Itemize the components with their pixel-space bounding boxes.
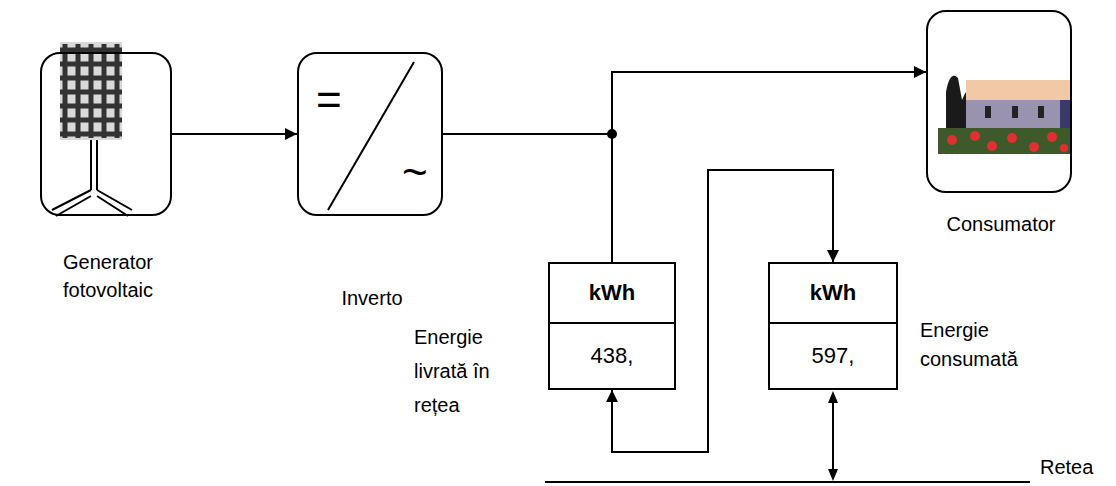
component-label: Inverto <box>299 286 445 310</box>
component-label: Generator fotovoltaic <box>28 248 188 304</box>
meter-reading: 597, <box>812 343 855 369</box>
house-icon <box>938 62 1070 154</box>
arrow-head <box>828 391 838 403</box>
unit-label: kWh <box>589 280 635 306</box>
energy-meter: kWh597,Energie consumată <box>768 262 898 390</box>
ac-symbol: ~ <box>402 150 428 194</box>
energy-meter: kWh438,Energie livrată în rețea <box>548 262 676 390</box>
wire-connector <box>443 134 612 262</box>
component-box: Generator fotovoltaic <box>40 52 172 216</box>
meter-reading: 438, <box>591 343 634 369</box>
component-label: Energie livrată în rețea <box>414 320 526 422</box>
meter-header: kWh <box>550 264 674 324</box>
wire-connector <box>172 133 297 135</box>
grid-label: Retea <box>1040 457 1093 477</box>
arrow-head <box>828 469 838 481</box>
pv-panel-icon <box>52 42 132 216</box>
wire-connector <box>443 72 926 134</box>
dc-symbol: = <box>316 78 342 122</box>
grid-wire <box>832 400 834 472</box>
component-label: Energie consumată <box>920 316 1038 374</box>
grid-bus <box>545 481 1030 483</box>
meter-display: 597, <box>770 324 896 388</box>
unit-label: kWh <box>810 280 856 306</box>
component-box: Consumator <box>926 10 1072 193</box>
component-label: Consumator <box>912 212 1090 236</box>
meter-header: kWh <box>770 264 896 324</box>
meter-display: 438, <box>550 324 674 388</box>
